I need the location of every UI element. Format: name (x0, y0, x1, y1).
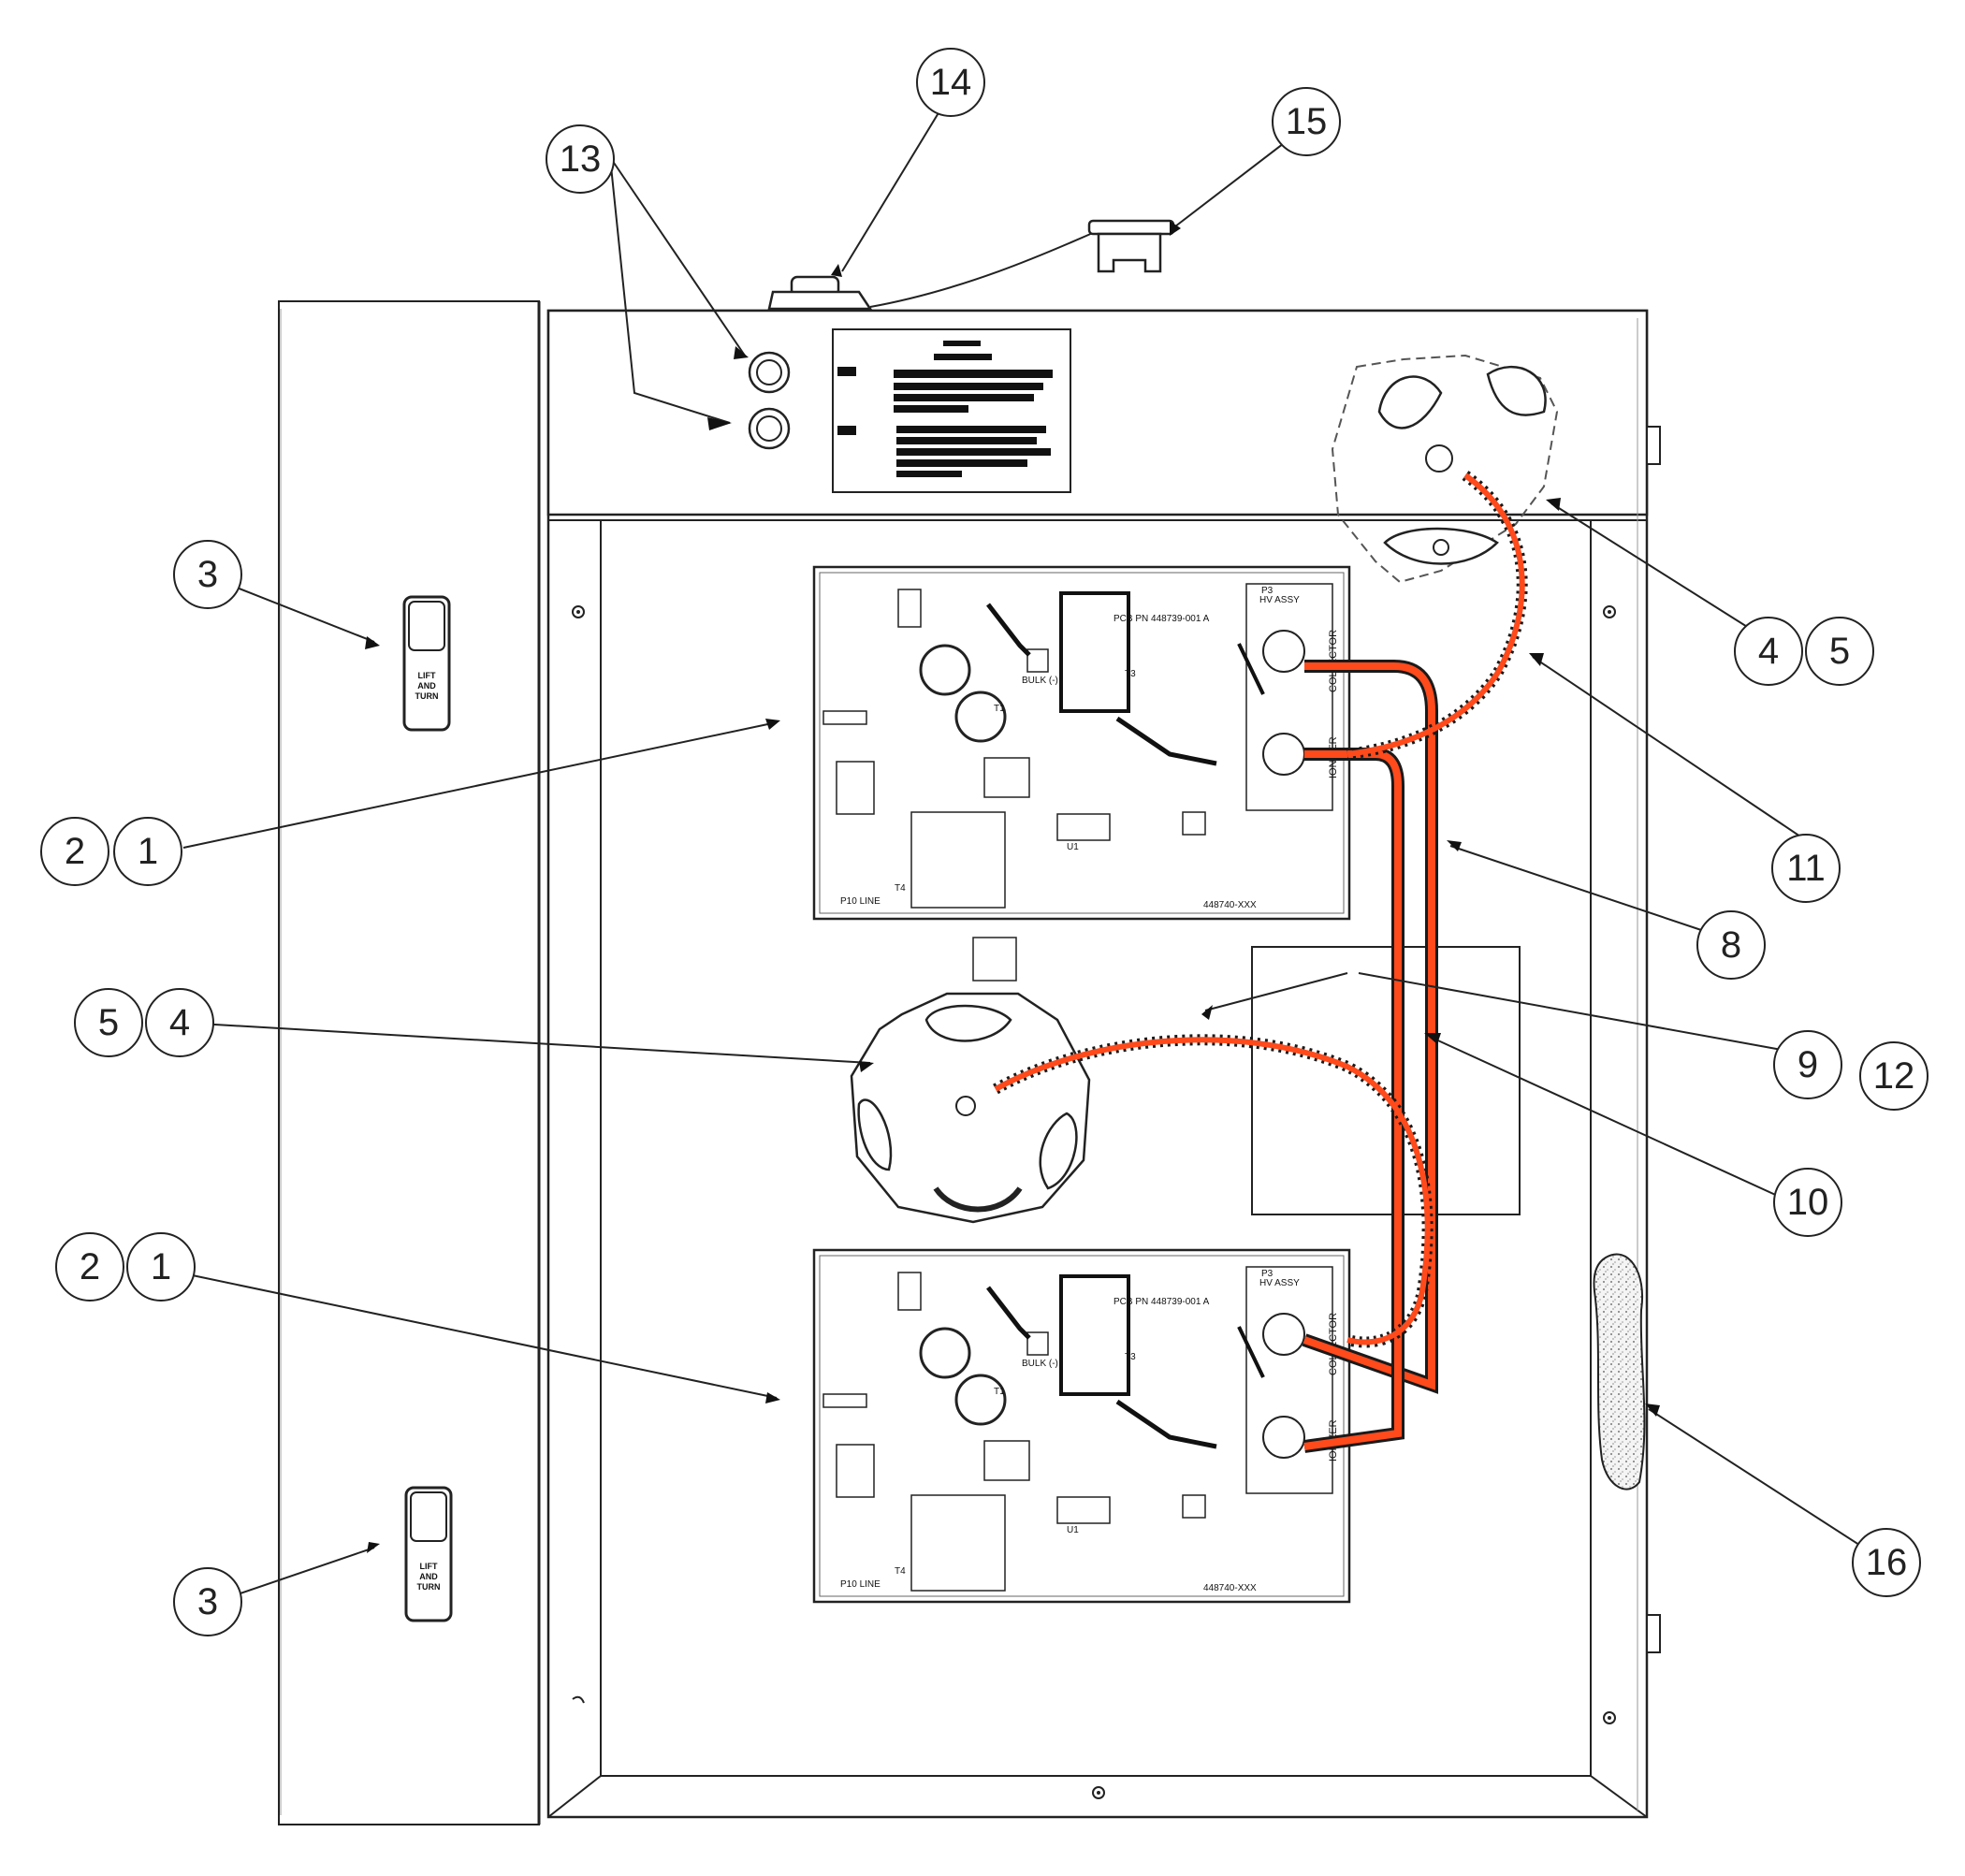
indicator-lamp-upper (748, 351, 791, 394)
callout-8: 8 (1696, 910, 1766, 980)
door-latch-top[interactable]: LIFT AND TURN (402, 595, 451, 732)
indicator-lamp-lower (748, 407, 791, 450)
latch-label-line2: AND (417, 681, 436, 691)
pcb-t4-label: T4 (895, 883, 906, 894)
pcb-part-label: PCB PN 448739-001 A (1114, 1297, 1210, 1307)
callout-1-upper: 1 (113, 817, 182, 886)
callout-3-upper: 3 (173, 540, 242, 609)
foam-gasket (1593, 1253, 1646, 1491)
svg-text:1: 1 (138, 831, 158, 872)
callout-4-upper: 4 (1734, 617, 1803, 686)
door-latch-bottom[interactable]: LIFT AND TURN (404, 1486, 453, 1622)
callout-12: 12 (1859, 1041, 1929, 1111)
pcb-t1-label: T1 (994, 704, 1005, 714)
pcb-t1-label: T1 (994, 1387, 1005, 1397)
svg-text:16: 16 (1866, 1542, 1908, 1583)
svg-text:2: 2 (65, 831, 85, 872)
pcb-u1-label: U1 (1067, 842, 1079, 852)
svg-text:9: 9 (1798, 1044, 1818, 1085)
svg-text:5: 5 (98, 1002, 119, 1043)
pcb-p3-label: P3 (1261, 1269, 1274, 1279)
power-cord (869, 231, 1096, 308)
pcb-t4-label: T4 (895, 1566, 906, 1577)
callout-5-middle: 5 (74, 988, 143, 1057)
callout-16: 16 (1852, 1528, 1921, 1597)
callout-11: 11 (1771, 834, 1841, 903)
svg-text:1: 1 (151, 1246, 171, 1287)
warning-label (832, 328, 1071, 493)
svg-text:11: 11 (1786, 848, 1826, 889)
svg-text:10: 10 (1787, 1182, 1829, 1223)
pcb-bulk-label: BULK (-) (1022, 1359, 1058, 1369)
leader-arrowheads (365, 221, 1660, 1553)
latch-label-line3: TURN (415, 691, 439, 701)
pcb-t3-label: T3 (1125, 1352, 1136, 1362)
latch-label-line1: LIFT (418, 671, 436, 680)
fan-upper (1331, 354, 1559, 584)
svg-text:13: 13 (560, 138, 602, 180)
callout-9: 9 (1773, 1030, 1842, 1099)
callout-5-upper: 5 (1805, 617, 1874, 686)
callout-14: 14 (916, 48, 985, 117)
pcb-assy-label: 448740-XXX (1203, 1583, 1257, 1593)
callout-13: 13 (546, 124, 615, 194)
fan-middle (850, 992, 1091, 1224)
pcb-hv-assy-label: HV ASSY (1259, 1278, 1300, 1288)
svg-text:15: 15 (1286, 101, 1328, 142)
svg-text:4: 4 (1758, 631, 1779, 672)
svg-text:3: 3 (197, 554, 218, 595)
leader-lines (182, 89, 1876, 1597)
pcb-p10-label: P10 LINE (840, 896, 881, 907)
svg-text:14: 14 (930, 62, 972, 103)
svg-text:4: 4 (169, 1002, 190, 1043)
pcb-assy-label: 448740-XXX (1203, 900, 1257, 910)
pcb-p3-label: P3 (1261, 586, 1274, 596)
svg-text:8: 8 (1721, 924, 1741, 966)
pcb-t3-label: T3 (1125, 669, 1136, 679)
latch-label-line3: TURN (417, 1582, 441, 1592)
callout-2-upper: 2 (40, 817, 109, 886)
fan-cable-upper (1346, 471, 1528, 760)
pcb-bulk-label: BULK (-) (1022, 676, 1058, 686)
pcb-hv-assy-label: HV ASSY (1259, 595, 1300, 605)
svg-text:2: 2 (80, 1246, 100, 1287)
callout-3-lower: 3 (173, 1567, 242, 1636)
pcb-board-upper: PCB PN 448739-001 A T3 HV ASSY P3 COLLEC… (812, 565, 1351, 982)
callout-4-middle: 4 (145, 988, 214, 1057)
power-switch[interactable] (767, 275, 873, 311)
hv-cable-collector (1302, 660, 1438, 1394)
svg-text:5: 5 (1829, 631, 1850, 672)
callout-15: 15 (1272, 87, 1341, 156)
latch-label-line2: AND (419, 1572, 438, 1581)
callout-10: 10 (1773, 1168, 1842, 1237)
svg-text:3: 3 (197, 1581, 218, 1622)
hv-cover-panel (1251, 946, 1521, 1215)
pcb-p10-label: P10 LINE (840, 1579, 881, 1590)
latch-label-line1: LIFT (420, 1562, 438, 1571)
svg-text:12: 12 (1873, 1055, 1915, 1097)
callout-1-lower: 1 (126, 1232, 196, 1302)
pcb-u1-label: U1 (1067, 1525, 1079, 1535)
pcb-board-lower: PCB PN 448739-001 A T3 HV ASSY P3 COLLEC… (812, 1248, 1351, 1604)
callout-2-lower: 2 (55, 1232, 124, 1302)
fan-cable-middle (993, 1034, 1434, 1348)
power-plug (1087, 219, 1175, 273)
pcb-part-label: PCB PN 448739-001 A (1114, 614, 1210, 624)
